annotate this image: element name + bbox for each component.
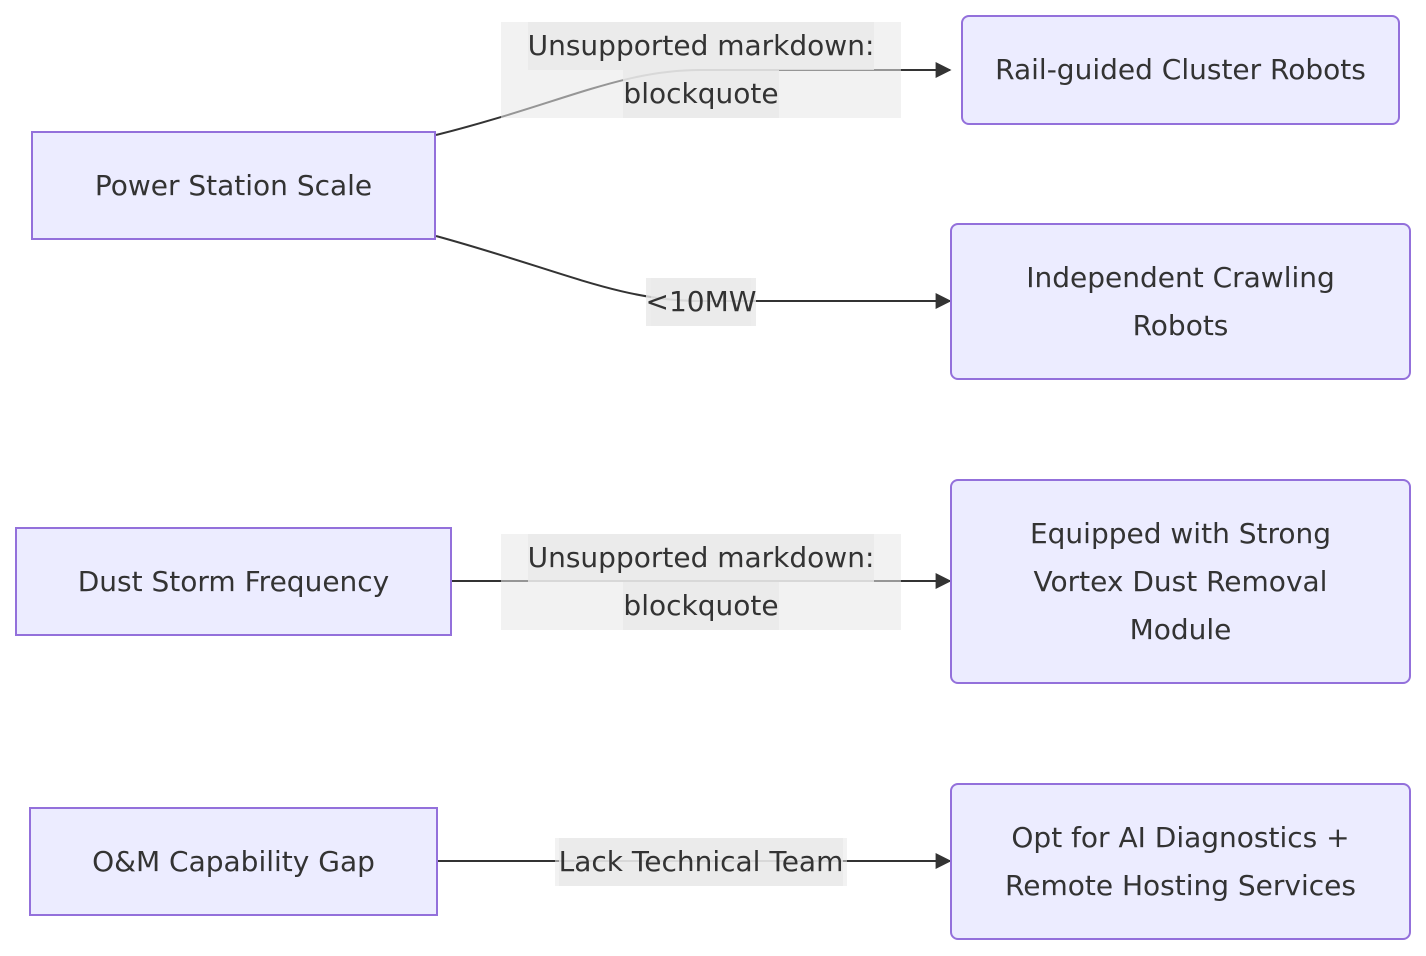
node-om-capability-gap: O&M Capability Gap (29, 807, 438, 916)
edge-label-line: Unsupported markdown: (527, 534, 875, 582)
node-ai-diagnostics-remote-hosting: Opt for AI Diagnostics + Remote Hosting … (950, 783, 1411, 940)
edge-label-power-to-rail: Unsupported markdown: blockquote (501, 22, 901, 118)
node-label-line: Vortex Dust Removal (1033, 564, 1328, 598)
node-label: O&M Capability Gap (92, 844, 375, 878)
edge-label-line: Unsupported markdown: (527, 22, 875, 70)
edge-label-text: <10MW (645, 278, 757, 326)
node-rail-guided-cluster-robots: Rail-guided Cluster Robots (961, 15, 1400, 125)
edge-label-line: blockquote (623, 70, 779, 118)
node-label-line: Module (1129, 612, 1232, 646)
node-label: Dust Storm Frequency (77, 564, 390, 598)
node-label-line: Remote Hosting Services (1005, 868, 1356, 902)
edge-label-om-to-ai: Lack Technical Team (555, 838, 847, 886)
node-vortex-dust-removal-module: Equipped with Strong Vortex Dust Removal… (950, 479, 1411, 684)
edge-label-line: blockquote (623, 582, 779, 630)
edge-label-dust-to-vortex: Unsupported markdown: blockquote (501, 534, 901, 630)
node-label-line: Equipped with Strong (1029, 516, 1332, 550)
node-label-line: Independent Crawling (1026, 260, 1335, 294)
edge-label-power-to-crawling: <10MW (645, 278, 757, 326)
node-label-line: Opt for AI Diagnostics + (1011, 820, 1350, 854)
node-label: Power Station Scale (94, 168, 373, 202)
node-independent-crawling-robots: Independent Crawling Robots (950, 223, 1411, 380)
edge-label-text: Lack Technical Team (558, 838, 844, 886)
node-label-line: Robots (1132, 308, 1229, 342)
node-power-station-scale: Power Station Scale (31, 131, 436, 240)
node-dust-storm-frequency: Dust Storm Frequency (15, 527, 452, 636)
node-label: Rail-guided Cluster Robots (995, 53, 1366, 86)
